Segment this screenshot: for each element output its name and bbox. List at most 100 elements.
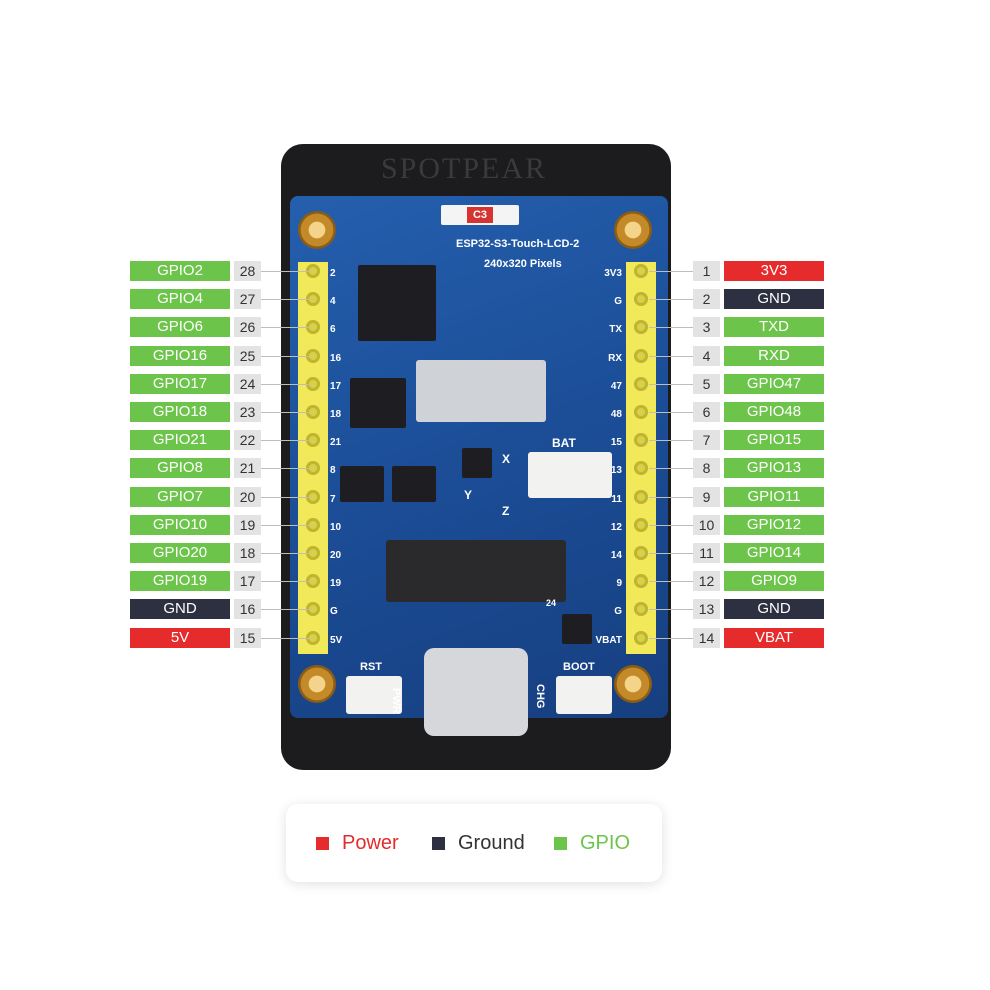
header-pin-hole: [634, 320, 648, 335]
pin-number: 15: [234, 627, 261, 648]
pin-leader-line: [261, 553, 310, 554]
pin-leader-line: [261, 327, 310, 329]
silk-pin-name: 2: [330, 268, 336, 279]
pin-number: 4: [693, 345, 720, 366]
charge-chip: [562, 614, 592, 644]
pin-label: GPIO17: [130, 373, 230, 394]
silk-pin-name: 16: [330, 352, 342, 364]
pin-number: 1: [693, 261, 720, 281]
pin-label: GPIO9: [724, 571, 824, 592]
pin-number: 6: [693, 402, 720, 422]
pin-label: 5V: [130, 627, 230, 648]
silk-pin-name: 10: [330, 521, 342, 533]
silk-pin-name: 13: [610, 465, 622, 477]
axis-x-label: X: [502, 452, 511, 466]
header-pin-hole: [634, 546, 648, 560]
pin-number: 8: [693, 458, 720, 479]
pin-label: GND: [724, 289, 824, 310]
silk-pin-name: 11: [611, 493, 622, 505]
pin-label: GPIO12: [724, 514, 824, 535]
silk-pin-name: G: [614, 606, 622, 618]
boot-label: BOOT: [563, 661, 595, 673]
chg-label: CHG: [534, 684, 546, 709]
rst-label: RST: [360, 661, 382, 673]
regulator-chip: [340, 466, 384, 502]
pin-label: GPIO16: [130, 345, 230, 366]
silk-pin-name: 3V3: [604, 268, 622, 279]
pin-leader-line: [649, 553, 693, 554]
silk-pin-name: 18: [330, 409, 342, 420]
silk-pin-name: 20: [330, 550, 342, 561]
pin-leader-line: [649, 299, 693, 301]
header-pin-hole: [306, 489, 320, 504]
pin-number: 27: [234, 289, 261, 310]
pin-label: GPIO4: [130, 289, 230, 310]
pin-number: 11: [693, 543, 720, 563]
sd-card-slot: [416, 360, 546, 422]
silk-pin-name: G: [330, 606, 338, 618]
legend-label: Power: [342, 832, 399, 854]
silk-pin-name: TX: [609, 324, 622, 336]
pin-leader-line: [261, 609, 310, 611]
pin-leader-line: [649, 637, 693, 639]
pin-label: GPIO10: [130, 514, 230, 535]
pin-label: GPIO8: [130, 458, 230, 479]
header-pin-hole: [634, 574, 648, 589]
silk-pin-name: 12: [610, 521, 622, 533]
header-pin-hole: [634, 489, 648, 504]
pin-label: GPIO19: [130, 571, 230, 592]
silk-pin-name: 5V: [330, 634, 343, 646]
connector-pin-label: 24: [546, 598, 557, 608]
usb-c-port: [424, 648, 528, 736]
pin-number: 25: [234, 345, 261, 366]
pin-label: GND: [130, 599, 230, 620]
mounting-hole: [614, 665, 652, 703]
board-resolution: 240x320 Pixels: [484, 258, 562, 270]
header-pin-hole: [306, 546, 320, 560]
pin-leader-line: [649, 440, 693, 442]
pin-number: 3: [693, 317, 720, 338]
regulator-chip: [392, 466, 436, 502]
header-pin-hole: [306, 405, 320, 419]
pin-leader-line: [261, 637, 310, 639]
legend-label: Ground: [458, 832, 525, 854]
pin-number: 21: [234, 458, 261, 479]
silk-pin-name: 14: [610, 550, 622, 561]
silk-pin-name: 6: [330, 324, 336, 336]
pin-label: GPIO2: [130, 261, 230, 281]
header-pin-hole: [306, 433, 320, 448]
pin-leader-line: [649, 496, 693, 498]
header-pin-hole: [634, 602, 648, 617]
silk-pin-name: G: [614, 296, 622, 308]
pwr-label: PWR: [390, 688, 402, 714]
pin-label: GND: [724, 599, 824, 620]
mounting-hole: [298, 665, 336, 703]
pin-label: RXD: [724, 345, 824, 366]
pin-number: 10: [693, 514, 720, 535]
silk-pin-name: 21: [330, 437, 342, 449]
silk-pin-name: 47: [610, 380, 622, 392]
header-pin-hole: [306, 602, 320, 617]
header-pin-hole: [306, 376, 320, 391]
pin-number: 17: [234, 571, 261, 592]
header-pin-hole: [634, 348, 648, 363]
silk-pin-name: 9: [616, 578, 622, 590]
pin-number: 7: [693, 430, 720, 451]
silk-pin-name: 4: [330, 296, 336, 308]
pin-number: 12: [693, 571, 720, 592]
pin-label: GPIO47: [724, 373, 824, 394]
pin-leader-line: [261, 468, 310, 470]
header-pin-hole: [306, 320, 320, 335]
